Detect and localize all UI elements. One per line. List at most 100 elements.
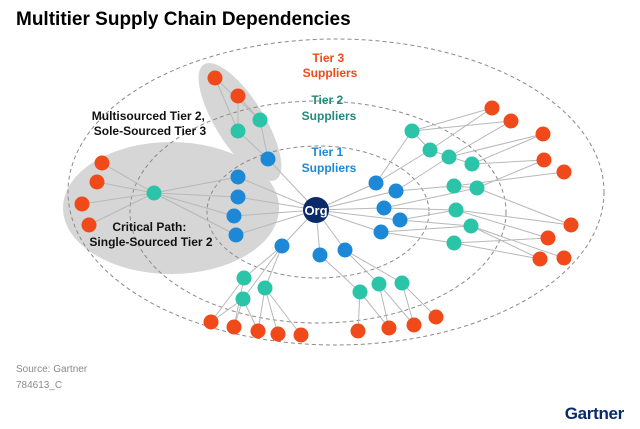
tier1-supplier-node[interactable]: [373, 224, 389, 240]
tier2-supplier-node[interactable]: [230, 123, 246, 139]
multisourced-callout-line1: Multisourced Tier 2,: [92, 109, 205, 123]
tier3-supplier-node[interactable]: [503, 113, 519, 129]
supply-link: [101, 162, 155, 194]
tier2-supplier-node[interactable]: [252, 112, 268, 128]
supply-link: [411, 120, 512, 132]
tier3-supplier-node[interactable]: [484, 100, 500, 116]
tier2-ring: [129, 100, 507, 324]
tier3-supplier-node[interactable]: [94, 155, 110, 171]
tier2-supplier-node[interactable]: [464, 156, 480, 172]
figure-code: 784613_C: [16, 380, 63, 391]
tier1-supplier-node[interactable]: [312, 247, 328, 263]
tier3-supplier-node[interactable]: [270, 326, 286, 342]
tier1-supplier-node[interactable]: [368, 175, 384, 191]
tier2-supplier-node[interactable]: [236, 270, 252, 286]
supply-link: [214, 77, 239, 132]
tier2-supplier-node[interactable]: [463, 218, 479, 234]
tier3-supplier-node[interactable]: [81, 217, 97, 233]
tier3-supplier-node[interactable]: [89, 174, 105, 190]
tier3-supplier-node[interactable]: [556, 164, 572, 180]
tier2-supplier-node[interactable]: [404, 123, 420, 139]
tier2-supplier-node[interactable]: [469, 180, 485, 196]
tier1-supplier-node[interactable]: [230, 189, 246, 205]
supply-link: [455, 209, 549, 239]
tier3-supplier-node[interactable]: [536, 152, 552, 168]
supply-link: [378, 283, 415, 326]
tier3-supplier-node[interactable]: [556, 250, 572, 266]
tier2-supplier-node[interactable]: [352, 284, 368, 300]
supply-link: [453, 242, 541, 260]
gartner-logo: Gartner: [564, 404, 625, 423]
tier1-supplier-node[interactable]: [392, 212, 408, 228]
tier3-supplier-node[interactable]: [428, 309, 444, 325]
multisourced-callout-line2: Sole-Sourced Tier 3: [94, 124, 207, 138]
supply-link: [375, 130, 413, 184]
tier1-label: Tier 1 Suppliers: [302, 145, 357, 175]
supply-link: [476, 159, 545, 189]
org-node[interactable]: [303, 197, 329, 223]
tier3-supplier-node[interactable]: [74, 196, 90, 212]
tier3-supplier-node[interactable]: [293, 327, 309, 343]
tier3-supplier-node[interactable]: [381, 320, 397, 336]
tier1-supplier-node[interactable]: [388, 183, 404, 199]
supply-link: [264, 245, 283, 289]
supply-link: [401, 282, 437, 318]
tier2-supplier-node[interactable]: [235, 291, 251, 307]
tier-rings: [67, 38, 605, 346]
tier2-supplier-node[interactable]: [446, 178, 462, 194]
supply-link: [383, 187, 478, 209]
tier1-supplier-node[interactable]: [376, 200, 392, 216]
tier3-label: Tier 3 Suppliers: [303, 51, 358, 80]
supply-link: [237, 196, 317, 211]
supply-link: [88, 192, 155, 226]
supply-link: [455, 209, 572, 226]
tier3-supplier-node[interactable]: [532, 251, 548, 267]
supply-link: [395, 156, 450, 192]
tier1-supplier-node[interactable]: [226, 208, 242, 224]
tier1-supplier-node[interactable]: [230, 169, 246, 185]
tier1-label-line2: Suppliers: [302, 161, 357, 175]
supply-link: [470, 225, 541, 260]
tier3-supplier-node[interactable]: [203, 314, 219, 330]
tier1-supplier-node[interactable]: [228, 227, 244, 243]
critical-path-callout-line2: Single-Sourced Tier 2: [89, 235, 212, 249]
supply-link: [264, 287, 279, 335]
tier2-supplier-node[interactable]: [446, 235, 462, 251]
supply-link: [470, 225, 565, 259]
tier1-ring: [206, 145, 430, 279]
critical-path-callout-line1: Critical Path:: [112, 220, 186, 234]
supply-link: [237, 176, 317, 211]
tier2-supplier-node[interactable]: [371, 276, 387, 292]
tier3-supplier-node[interactable]: [406, 317, 422, 333]
tier2-supplier-node[interactable]: [146, 185, 162, 201]
supply-link: [399, 209, 457, 221]
tier2-supplier-node[interactable]: [394, 275, 410, 291]
tier1-supplier-node[interactable]: [274, 238, 290, 254]
supply-link: [81, 192, 155, 205]
supply-link: [235, 209, 317, 236]
tier1-supplier-node[interactable]: [260, 151, 276, 167]
supply-link: [264, 287, 302, 336]
tier3-supplier-node[interactable]: [226, 319, 242, 335]
supply-link: [411, 107, 493, 132]
tier3-supplier-node[interactable]: [540, 230, 556, 246]
tier3-supplier-node[interactable]: [535, 126, 551, 142]
tier2-supplier-node[interactable]: [422, 142, 438, 158]
tier3-supplier-node[interactable]: [207, 70, 223, 86]
supply-link: [476, 187, 572, 226]
supply-link: [359, 291, 390, 329]
supply-link: [153, 192, 235, 217]
tier2-supplier-node[interactable]: [257, 280, 273, 296]
supply-link: [153, 192, 237, 236]
tier2-supplier-node[interactable]: [441, 149, 457, 165]
tier3-supplier-node[interactable]: [350, 323, 366, 339]
tier2-label: Tier 2 Suppliers: [302, 93, 357, 123]
supply-link: [210, 277, 245, 323]
tier2-supplier-node[interactable]: [448, 202, 464, 218]
tier1-supplier-node[interactable]: [337, 242, 353, 258]
supply-link: [153, 192, 239, 198]
tier3-supplier-node[interactable]: [250, 323, 266, 339]
tier3-supplier-node[interactable]: [230, 88, 246, 104]
tier3-supplier-node[interactable]: [563, 217, 579, 233]
